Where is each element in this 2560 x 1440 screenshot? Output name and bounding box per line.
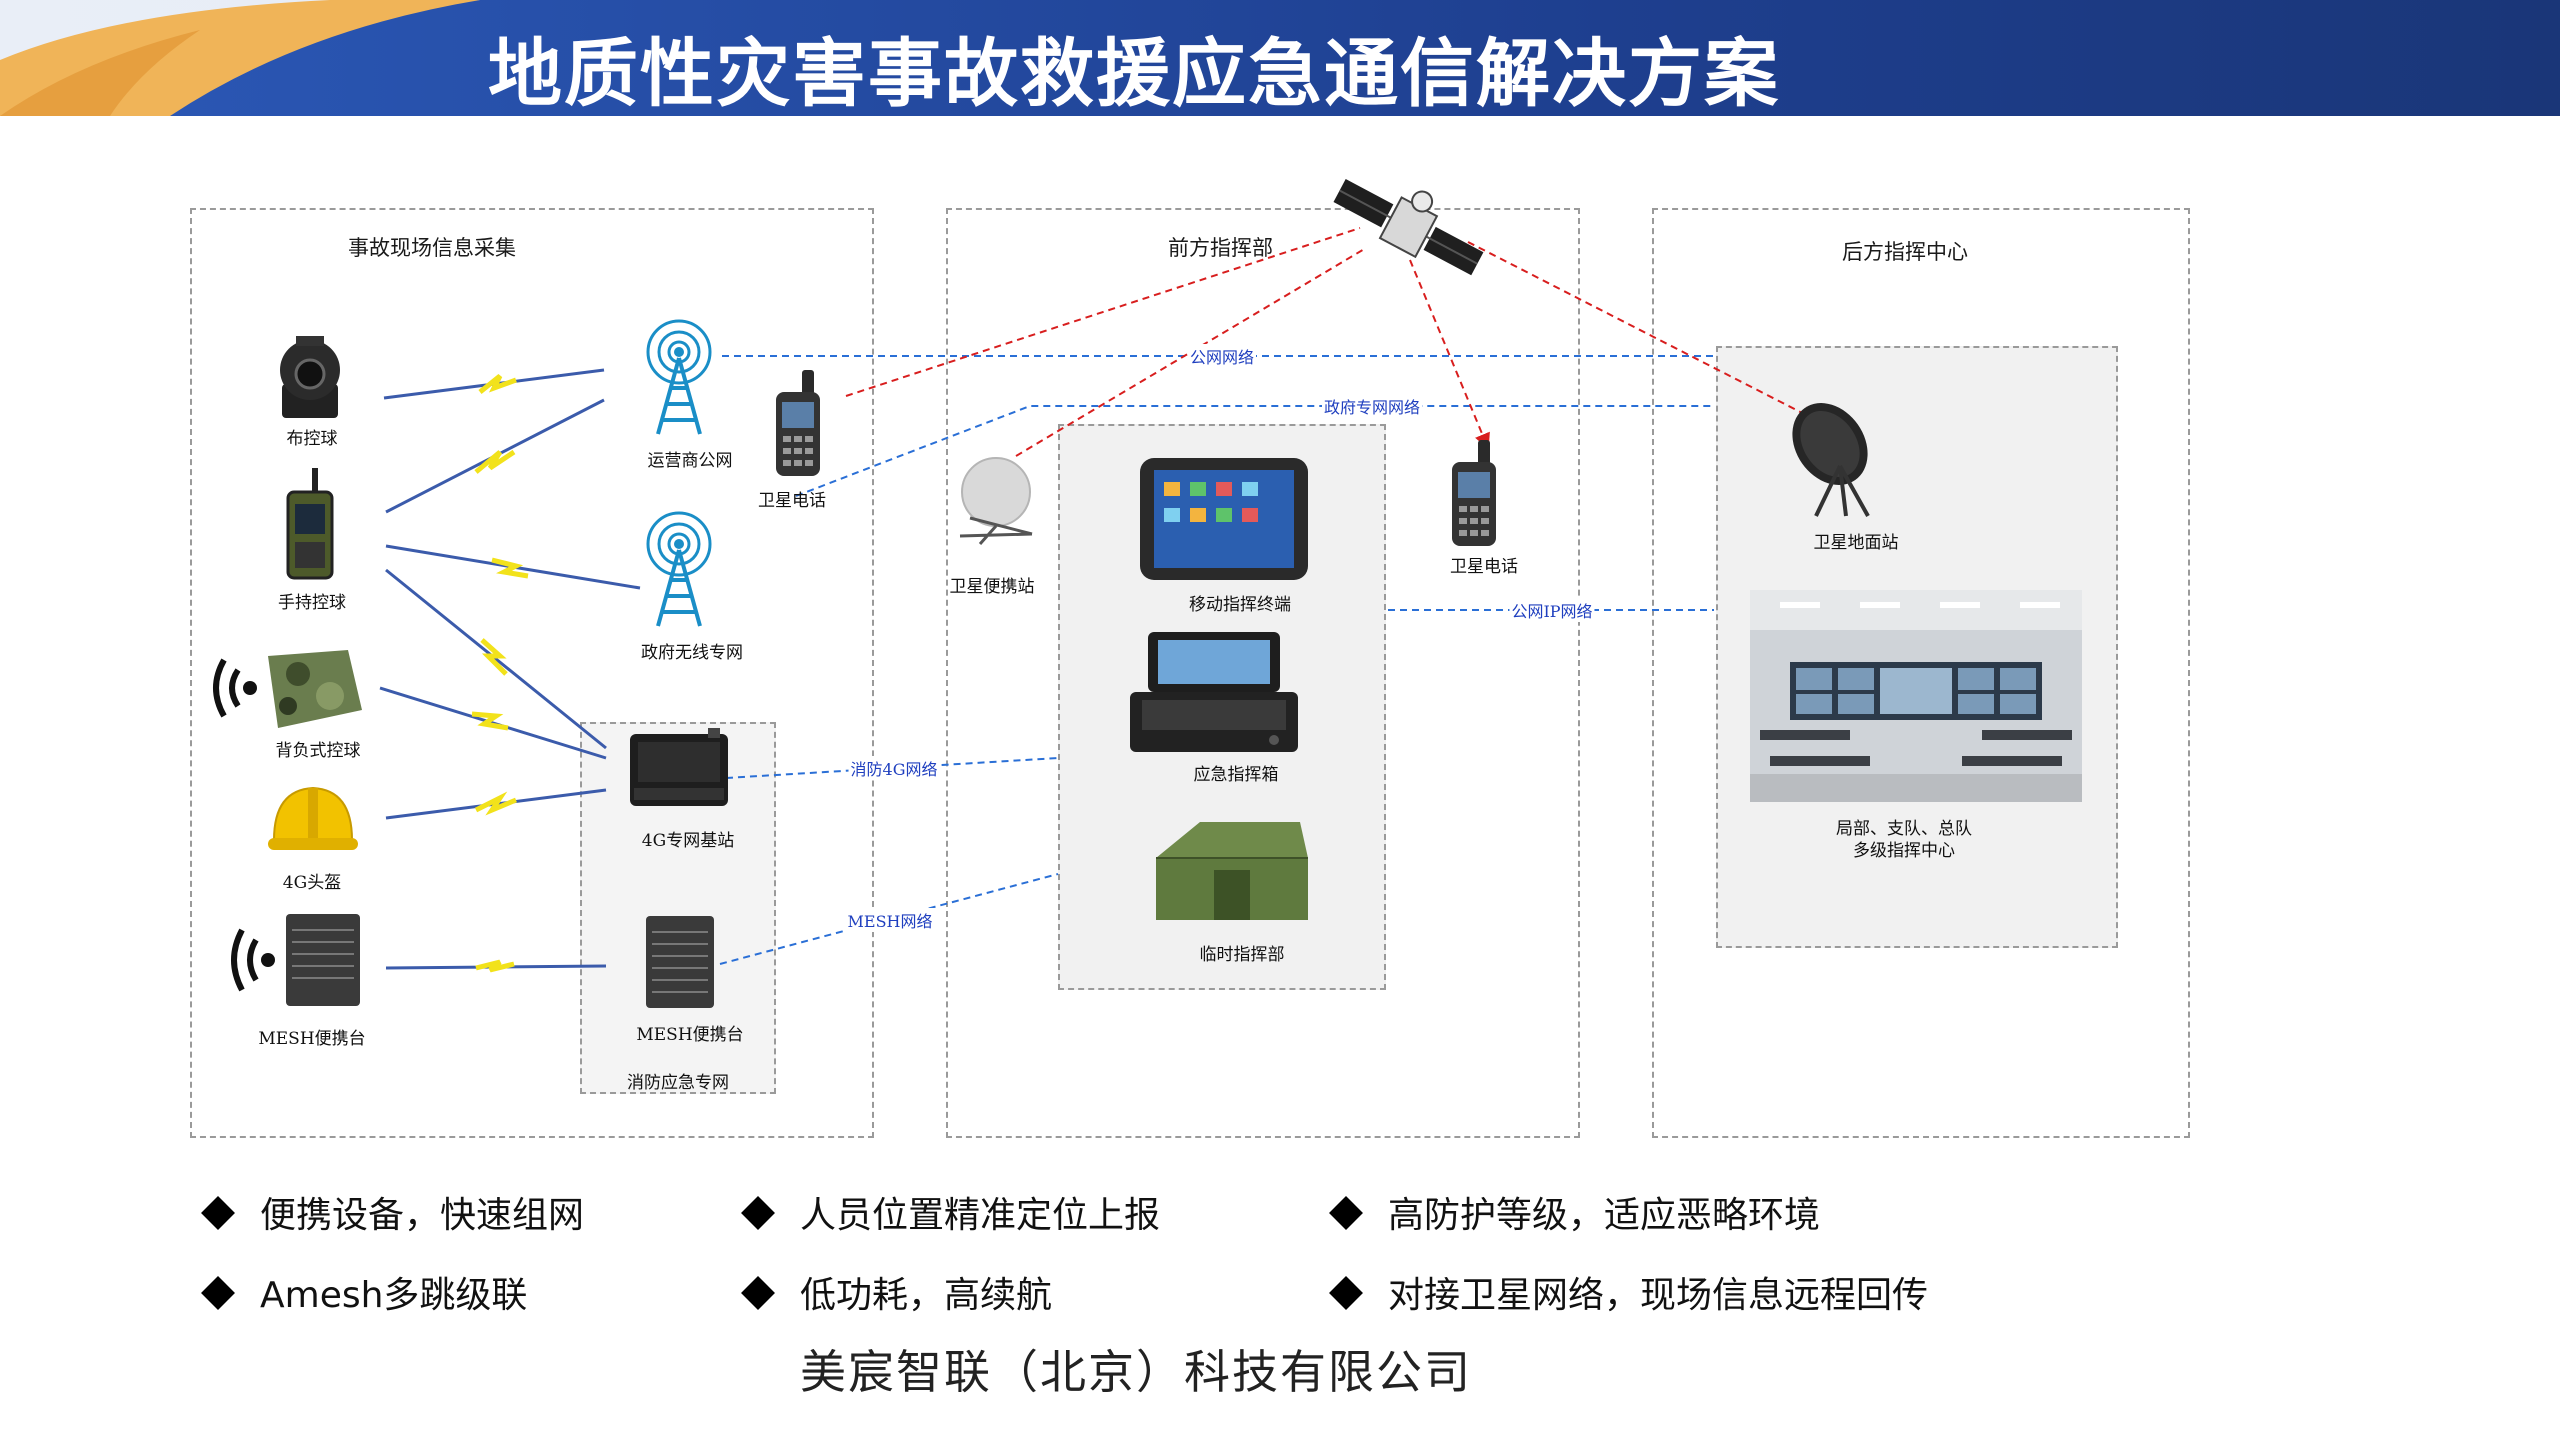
temp-hq-label: 临时指挥部 (1199, 945, 1285, 965)
diamond-bullet-icon (741, 1196, 775, 1230)
diamond-bullet-icon (201, 1196, 235, 1230)
backpack-controller-icon (213, 650, 362, 728)
mesh-portable-left-icon (231, 914, 360, 1006)
ground-station-label: 卫星地面站 (1813, 533, 1899, 553)
site-panel-title: 事故现场信息采集 (348, 236, 516, 260)
site-panel (190, 208, 874, 1138)
sat-portable-icon (959, 457, 1033, 545)
sat-link-ground (1467, 241, 1818, 421)
wireless-link (385, 788, 607, 820)
feature-item: 高防护等级，适应恶略环境 (1329, 1186, 1820, 1238)
satellite-links (845, 227, 1818, 457)
sat-phone-1-icon (776, 370, 820, 476)
command-center-label-1: 局部、支队、总队 (1836, 819, 1972, 839)
feature-item: 便携设备，快速组网 (201, 1186, 584, 1238)
mobile-terminal-label: 移动指挥终端 (1189, 595, 1291, 615)
mesh-portable-icon (646, 916, 714, 1008)
sat-link-phone2 (1409, 259, 1490, 450)
public-ip-label: 公网IP网络 (1509, 598, 1595, 622)
mesh-portable-label: MESH便携台 (636, 1025, 744, 1045)
fire-4g-line (725, 757, 1059, 779)
satellite-icon (1333, 179, 1484, 276)
title-banner (0, 0, 2560, 116)
diamond-bullet-icon (741, 1276, 775, 1310)
handheld-controller-icon (286, 468, 334, 580)
wireless-links (379, 368, 641, 973)
emergency-box-icon (1130, 632, 1298, 752)
feature-item: 对接卫星网络，现场信息远程回传 (1329, 1266, 1928, 1318)
handheld-label: 手持控球 (278, 593, 346, 613)
sat-phone-2-label: 卫星电话 (1450, 557, 1518, 577)
feature-item: Amesh多跳级联 (201, 1266, 527, 1318)
public-network-label: 公网网络 (1187, 344, 1257, 368)
sat-phone-2-icon (1452, 440, 1496, 546)
diamond-bullet-icon (1329, 1276, 1363, 1310)
feature-item: 人员位置精准定位上报 (741, 1186, 1160, 1238)
helmet-label: 4G头盔 (282, 873, 342, 893)
sat-link-phone1 (845, 227, 1361, 397)
operator-tower-icon (646, 319, 712, 435)
sat-phone-1-label: 卫星电话 (758, 491, 826, 511)
helmet-4g-icon (268, 786, 358, 850)
company-name: 美宸智联（北京）科技有限公司 (800, 1345, 1472, 1399)
sat-portable-label: 卫星便携站 (949, 577, 1035, 597)
wireless-link (385, 568, 607, 750)
ptz-ball-label: 布控球 (286, 429, 338, 449)
diamond-bullet-icon (1329, 1196, 1363, 1230)
ptz-ball-icon (280, 336, 340, 418)
command-center-photo (1750, 590, 2082, 802)
sat-link-portable (1015, 247, 1367, 457)
rear-panel (1652, 208, 2190, 1138)
mobile-terminal-icon (1140, 458, 1308, 580)
wireless-link (385, 544, 641, 590)
command-center-label-2: 多级指挥中心 (1853, 841, 1955, 861)
wireless-link (385, 398, 605, 514)
gov-tower-label: 政府无线专网 (641, 643, 743, 663)
ground-station-icon (1792, 403, 1870, 517)
emergency-box-label: 应急指挥箱 (1193, 765, 1279, 785)
page-title: 地质性灾害事故救援应急通信解决方案 (488, 31, 1780, 117)
fire-4g-label: 消防4G网络 (848, 756, 940, 780)
wireless-link (383, 368, 605, 400)
base-4g-label: 4G专网基站 (641, 831, 735, 851)
backpack-label: 背负式控球 (275, 741, 361, 761)
mesh-network-label: MESH网络 (845, 908, 935, 932)
diamond-bullet-icon (201, 1276, 235, 1310)
front-panel-title: 前方指挥部 (1168, 236, 1273, 260)
operator-tower-label: 运营商公网 (647, 451, 733, 471)
wireless-link (385, 959, 607, 973)
mesh-portable-left-label: MESH便携台 (258, 1029, 366, 1049)
temp-hq-tent-icon (1156, 822, 1308, 920)
wireless-link (379, 686, 607, 760)
base-4g-icon (630, 728, 728, 806)
gov-network-label: 政府专网网络 (1321, 394, 1423, 418)
gov-tower-icon (646, 511, 712, 627)
feature-item: 低功耗，高续航 (741, 1266, 1052, 1318)
rear-panel-title: 后方指挥中心 (1842, 240, 1968, 264)
front-panel (946, 208, 1580, 1138)
fire-private-label: 消防应急专网 (627, 1073, 729, 1093)
